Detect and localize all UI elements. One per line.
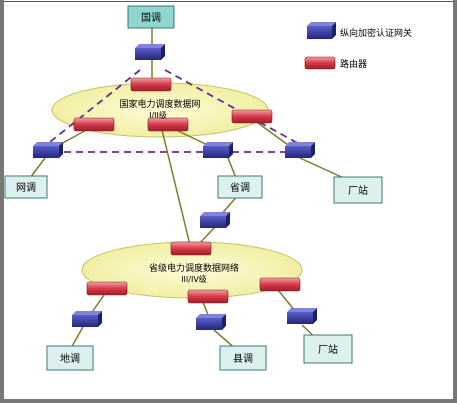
national-network-level: I/II级: [149, 110, 167, 120]
gateway-icons: [33, 44, 317, 330]
node-guodiao-label: 国调: [141, 12, 161, 24]
frame-shadow-bottom: [0, 399, 457, 403]
node-xiandiao-label: 县调: [233, 353, 253, 365]
router-icons: [73, 77, 301, 304]
router-icon: [187, 289, 229, 304]
node-shengdiao-label: 省调: [230, 181, 250, 194]
frame-shadow-left: [0, 0, 4, 403]
legend-router-icon: [304, 56, 336, 70]
provincial-network-title: 省级电力调度数据网络: [149, 262, 239, 274]
dashed-links: [39, 69, 311, 153]
legend-gateway-icon: [307, 22, 336, 39]
node-changzhan-top-label: 厂站: [348, 184, 368, 197]
node-wangdiao: 网调: [4, 175, 48, 199]
node-changzhan-top: 厂站: [333, 176, 383, 204]
node-xiandiao: 县调: [219, 345, 267, 371]
gateway-icon: [285, 142, 315, 158]
node-guodiao: 国调: [127, 5, 175, 29]
node-changzhan-bottom-label: 厂站: [318, 343, 338, 356]
gateway-icon: [135, 44, 165, 60]
gateway-icon: [72, 311, 102, 327]
national-network-title: 国家电力调度数据网: [119, 98, 200, 110]
router-icon: [86, 281, 128, 296]
router-icon: [231, 109, 273, 124]
legend: 纵向加密认证网关 路由器: [304, 22, 412, 70]
node-wangdiao-label: 网调: [16, 182, 36, 194]
gateway-icon: [196, 314, 226, 330]
gateway-icon: [200, 212, 230, 228]
router-icon: [73, 117, 115, 132]
router-icon: [170, 241, 212, 256]
legend-gateway-label: 纵向加密认证网关: [340, 27, 412, 39]
legend-router-label: 路由器: [340, 58, 367, 70]
node-shengdiao: 省调: [217, 175, 263, 199]
node-changzhan-bottom: 厂站: [303, 334, 353, 364]
gateway-icon: [287, 308, 317, 324]
router-icon: [130, 77, 172, 92]
provincial-network-level: III/IV级: [181, 274, 207, 284]
router-icon: [259, 277, 301, 292]
node-didiao: 地调: [46, 345, 94, 371]
router-icon: [147, 117, 189, 132]
frame-shadow-right: [453, 0, 457, 403]
gateway-icon: [203, 142, 233, 158]
node-didiao-label: 地调: [60, 352, 80, 365]
gateway-icon: [33, 142, 63, 158]
